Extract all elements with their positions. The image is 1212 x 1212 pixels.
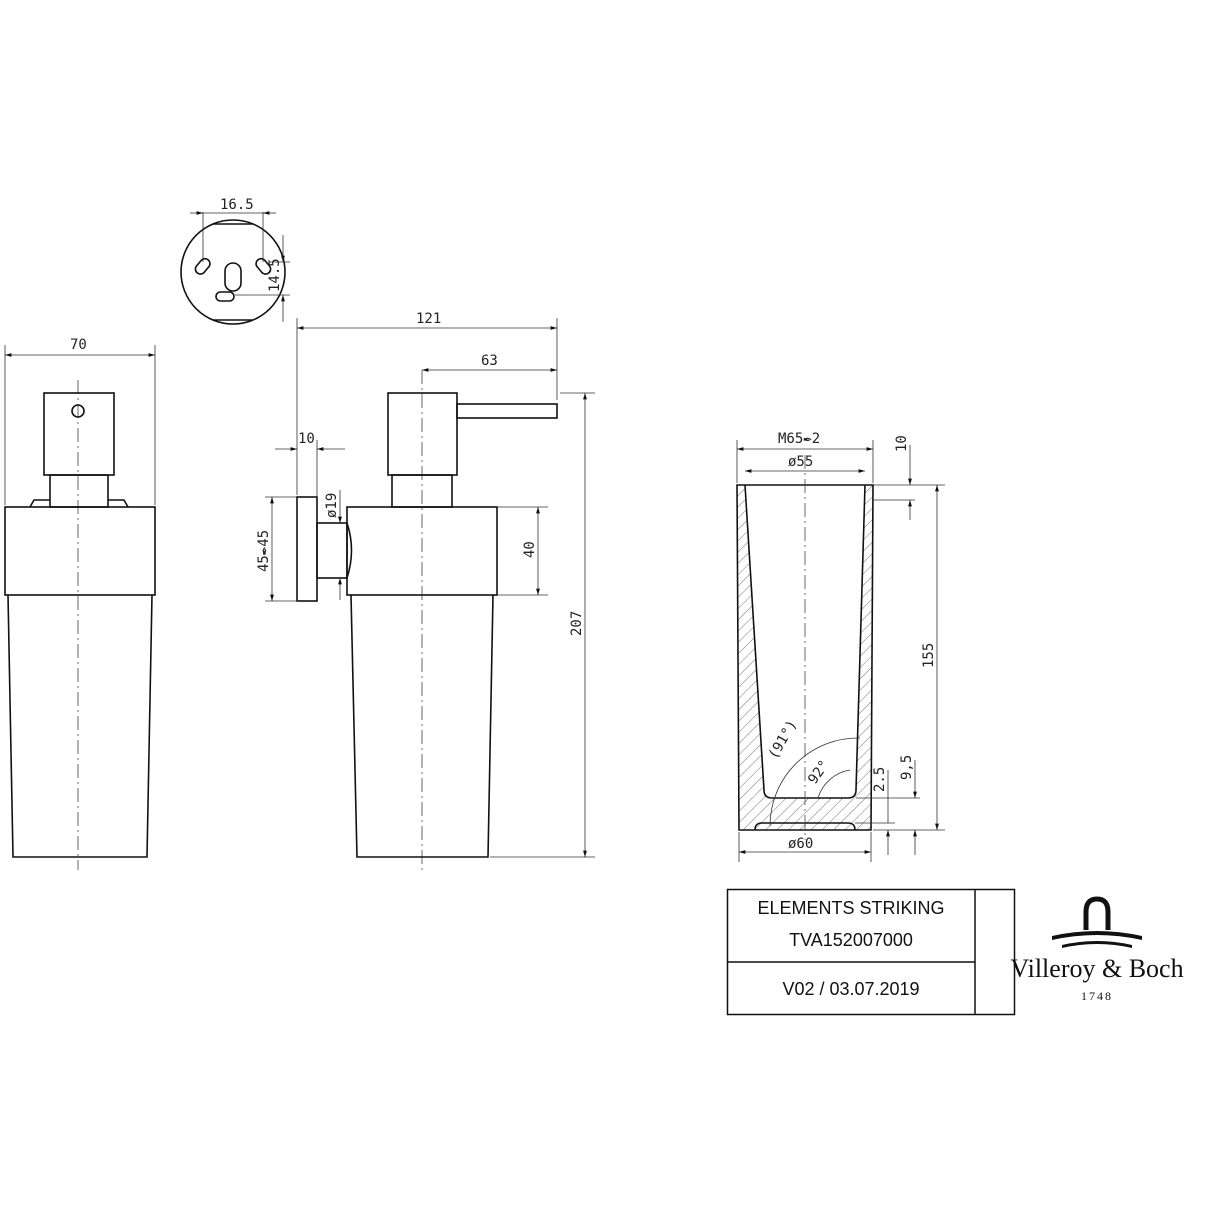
- dim-arm-diameter: ø19: [324, 493, 340, 518]
- dim-hole-spacing: 16.5: [220, 197, 254, 213]
- dim-hole-offset: 14.5: [267, 258, 283, 292]
- logo-year: 1748: [1081, 989, 1113, 1003]
- villeroy-boch-logo: Villeroy & Boch 1748: [1010, 896, 1184, 1003]
- dim-thread: M65✒2: [778, 431, 820, 447]
- article-number: TVA152007000: [789, 930, 913, 950]
- dim-inner-angle: 92°: [805, 757, 833, 787]
- dim-total-depth: 121: [416, 311, 441, 327]
- version-date: V02 / 03.07.2019: [782, 979, 919, 999]
- dim-plate-size: 45✒45: [256, 530, 272, 572]
- dim-collar-height: 40: [522, 541, 538, 558]
- title-block: ELEMENTS STRIKING TVA152007000 V02 / 03.…: [726, 888, 1184, 1016]
- dim-base-recess: 2.5: [872, 767, 888, 792]
- dim-base-diameter: ø60: [788, 836, 813, 852]
- dim-front-width: 70: [70, 337, 87, 353]
- dim-outer-angle: (91°): [766, 717, 801, 762]
- product-name: ELEMENTS STRIKING: [757, 898, 944, 918]
- logo-brand: Villeroy & Boch: [1010, 954, 1183, 983]
- dim-inner-diameter: ø55: [788, 454, 813, 470]
- dim-total-height: 207: [569, 611, 585, 636]
- dim-thread-length: 10: [894, 435, 910, 452]
- dim-plate-thickness: 10: [298, 431, 315, 447]
- container-section-view: (91°) 92° M65✒2 ø55 ø60 10 155 2.5 9,5: [736, 431, 945, 862]
- dim-spout-length: 63: [481, 353, 498, 369]
- dim-container-height: 155: [921, 643, 937, 668]
- front-view: 70: [4, 337, 156, 870]
- mounting-plate-view: 16.5 14.5: [180, 197, 290, 325]
- side-view: 121 63 10 45✒45 ø19 40 207: [256, 311, 595, 870]
- dim-base-thickness: 9,5: [899, 755, 915, 780]
